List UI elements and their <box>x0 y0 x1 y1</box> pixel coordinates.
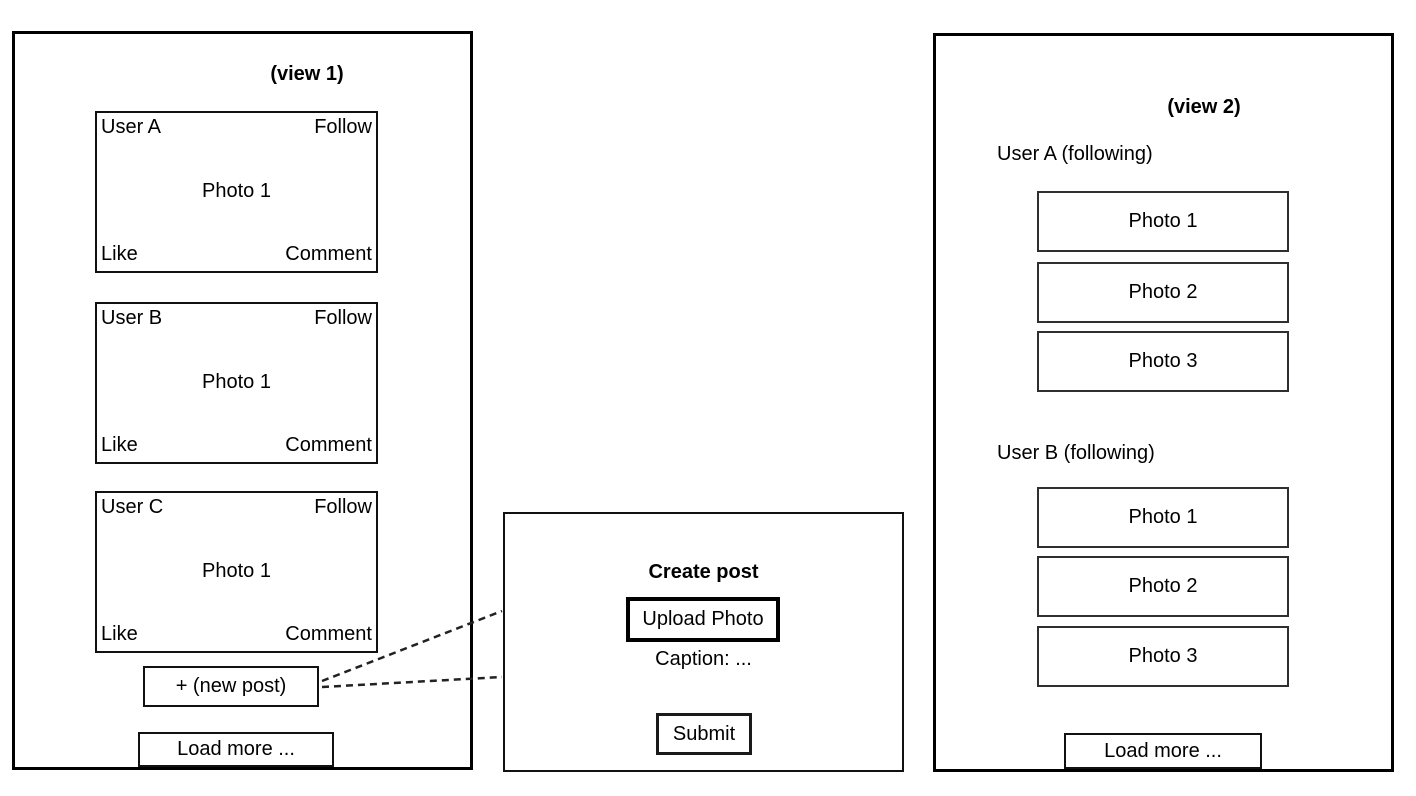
photo-item[interactable]: Photo 2 <box>1037 556 1289 617</box>
submit-button[interactable]: Submit <box>656 713 752 755</box>
follow-button[interactable]: Follow <box>314 307 372 329</box>
user-section-header: User B (following) <box>997 442 1155 464</box>
photo-placeholder: Photo 1 <box>202 559 271 582</box>
post-username: User A <box>101 116 162 138</box>
load-more-button[interactable]: Load more ... <box>138 732 334 767</box>
post-card: User B Follow Photo 1 Like Comment <box>95 302 378 464</box>
photo-placeholder: Photo 1 <box>202 370 271 393</box>
view2-panel: (view 2) User A (following) Photo 1 Phot… <box>933 33 1394 772</box>
like-button[interactable]: Like <box>101 623 138 645</box>
create-post-title: Create post <box>648 561 759 583</box>
create-post-dialog: Create post Upload Photo Caption: ... Su… <box>503 512 904 772</box>
photo-item[interactable]: Photo 3 <box>1037 331 1289 392</box>
post-username: User C <box>101 496 164 518</box>
post-card: User C Follow Photo 1 Like Comment <box>95 491 378 653</box>
follow-button[interactable]: Follow <box>314 496 372 518</box>
user-section-header: User A (following) <box>997 143 1153 165</box>
photo-item[interactable]: Photo 1 <box>1037 191 1289 252</box>
comment-button[interactable]: Comment <box>285 623 372 645</box>
like-button[interactable]: Like <box>101 243 138 265</box>
view2-title: (view 2) <box>1167 96 1241 118</box>
like-button[interactable]: Like <box>101 434 138 456</box>
photo-item[interactable]: Photo 1 <box>1037 487 1289 548</box>
comment-button[interactable]: Comment <box>285 243 372 265</box>
load-more-button[interactable]: Load more ... <box>1064 733 1262 769</box>
caption-field[interactable]: Caption: ... <box>655 648 752 670</box>
comment-button[interactable]: Comment <box>285 434 372 456</box>
photo-item[interactable]: Photo 2 <box>1037 262 1289 323</box>
view1-panel: (view 1) User A Follow Photo 1 Like Comm… <box>12 31 473 770</box>
upload-photo-button[interactable]: Upload Photo <box>626 597 780 642</box>
photo-item[interactable]: Photo 3 <box>1037 626 1289 687</box>
post-card: User A Follow Photo 1 Like Comment <box>95 111 378 273</box>
new-post-button[interactable]: + (new post) <box>143 666 319 707</box>
follow-button[interactable]: Follow <box>314 116 372 138</box>
post-username: User B <box>101 307 163 329</box>
view1-title: (view 1) <box>270 63 344 85</box>
photo-placeholder: Photo 1 <box>202 179 271 202</box>
